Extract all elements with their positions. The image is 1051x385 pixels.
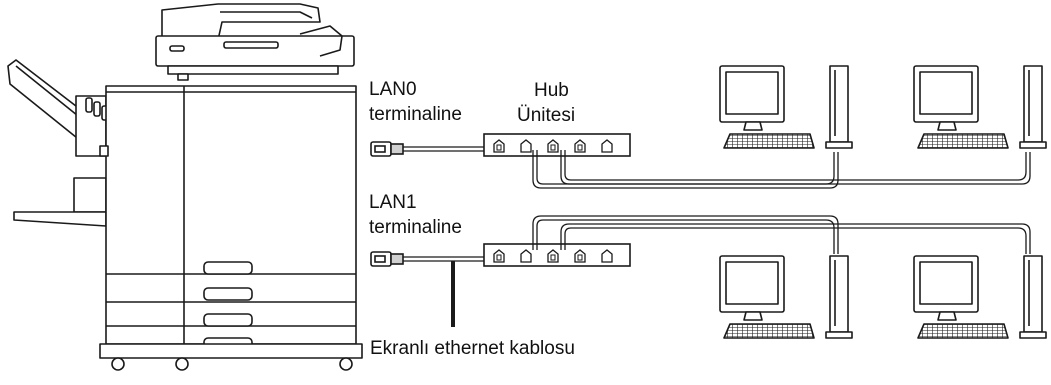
computer-lan0-1 <box>719 65 853 149</box>
hub-lan0-plug-1 <box>496 144 502 151</box>
lan0-label-line2: terminaline <box>369 104 462 125</box>
printer <box>7 3 363 371</box>
hub-label-line2: Ünitesi <box>517 105 576 126</box>
hub-label-line1: Hub <box>534 80 569 101</box>
pc-cables <box>532 150 1031 254</box>
computer-lan1-2 <box>913 255 1047 339</box>
lan0-label-line1: LAN0 <box>369 79 417 100</box>
hub-lan0-plug-4 <box>577 144 583 151</box>
computer-lan0-2 <box>913 65 1047 149</box>
hub-lan1-plug-1 <box>496 254 502 261</box>
hub-lan1-port-2 <box>520 249 532 263</box>
computer-lan1-1 <box>719 255 853 339</box>
lan1-label-line1: LAN1 <box>369 192 417 213</box>
hub-ports <box>493 139 613 263</box>
lan1-label-line2: terminaline <box>369 217 462 238</box>
hub-lan0-port-2 <box>520 139 532 153</box>
shielded-cable-label: Ekranlı ethernet kablosu <box>370 338 575 359</box>
computers <box>719 65 1047 339</box>
hub-lan1-plug-4 <box>577 254 583 261</box>
hub-lan0-port-5 <box>601 139 613 153</box>
hub-lan1-plug-3 <box>550 254 556 261</box>
hub-lan0-plug-3 <box>550 144 556 151</box>
hub-lan1-port-5 <box>601 249 613 263</box>
